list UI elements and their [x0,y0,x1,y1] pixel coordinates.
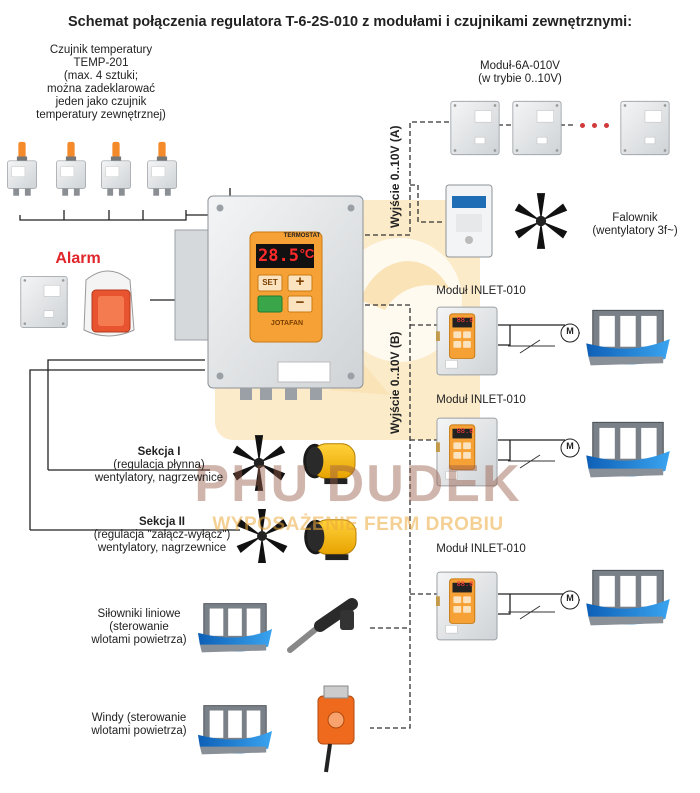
module-6a-label: Moduł-6A-010V (w trybie 0..10V) [478,60,562,85]
page-title: Schemat połączenia regulatora T-6-2S-010… [67,14,633,30]
inlet-module-3-label: Moduł INLET-010 [436,543,526,555]
inverter-fan [514,193,568,249]
actuators-label: Siłowniki liniowe (sterowanie wlotami po… [91,608,187,646]
modules-6a [450,100,670,156]
motor-symbol: M [566,326,574,336]
actuator-inlet [197,603,273,653]
watermark-tagline: WYPOSAŻENIE FERM DROBIU [212,514,504,535]
temp-sensors [6,141,178,197]
linear-actuator [287,598,358,653]
inlet-module-2-display: 88.8 [456,427,474,435]
motor-symbol: M [566,441,574,451]
inlet-module-3-display: 88.8 [456,580,474,588]
ellipsis-dot [580,123,585,128]
winch-inlet [197,705,273,755]
controller-minus-key: − [295,294,305,311]
inlet-module-1-display: 88.8 [456,316,474,324]
sensor-label: Czujnik temperatury TEMP-201 (max. 4 szt… [36,44,166,121]
controller-plus-key: + [295,273,305,290]
ellipsis-dot [604,123,609,128]
controller-model: TERMOSTAT [283,233,321,239]
inlet-module-2-label: Moduł INLET-010 [436,394,526,406]
inverter [445,184,493,258]
alarm-devices [20,270,135,337]
watermark-name: PHU DUDEK [194,455,522,513]
inlet-module-1-label: Moduł INLET-010 [436,285,526,297]
inlet-chains [436,306,671,641]
controller-set-key: SET [262,278,278,287]
output-a-label: Wyjście 0..10V (A) [388,125,402,229]
winch-motor [317,685,355,773]
motor-symbol: M [566,593,574,603]
alarm-label: Alarm [55,250,101,267]
output-b-label: Wyjście 0..10V (B) [388,331,402,435]
main-controller [174,195,364,400]
controller-display: 28.5 [258,246,299,266]
section-1-label: Sekcja I (regulacja płynna) wentylatory,… [94,446,224,484]
inverter-label: Falownik (wentylatory 3f~) [592,212,678,237]
winches-label: Windy (sterowanie wlotami powietrza) [91,712,187,737]
section-2-label: Sekcja II (regulacja "załącz-wyłącz") we… [93,516,231,554]
controller-brand: JOTAFAN [270,320,304,327]
ellipsis-dot [592,123,597,128]
controller-unit: °C [299,246,315,261]
